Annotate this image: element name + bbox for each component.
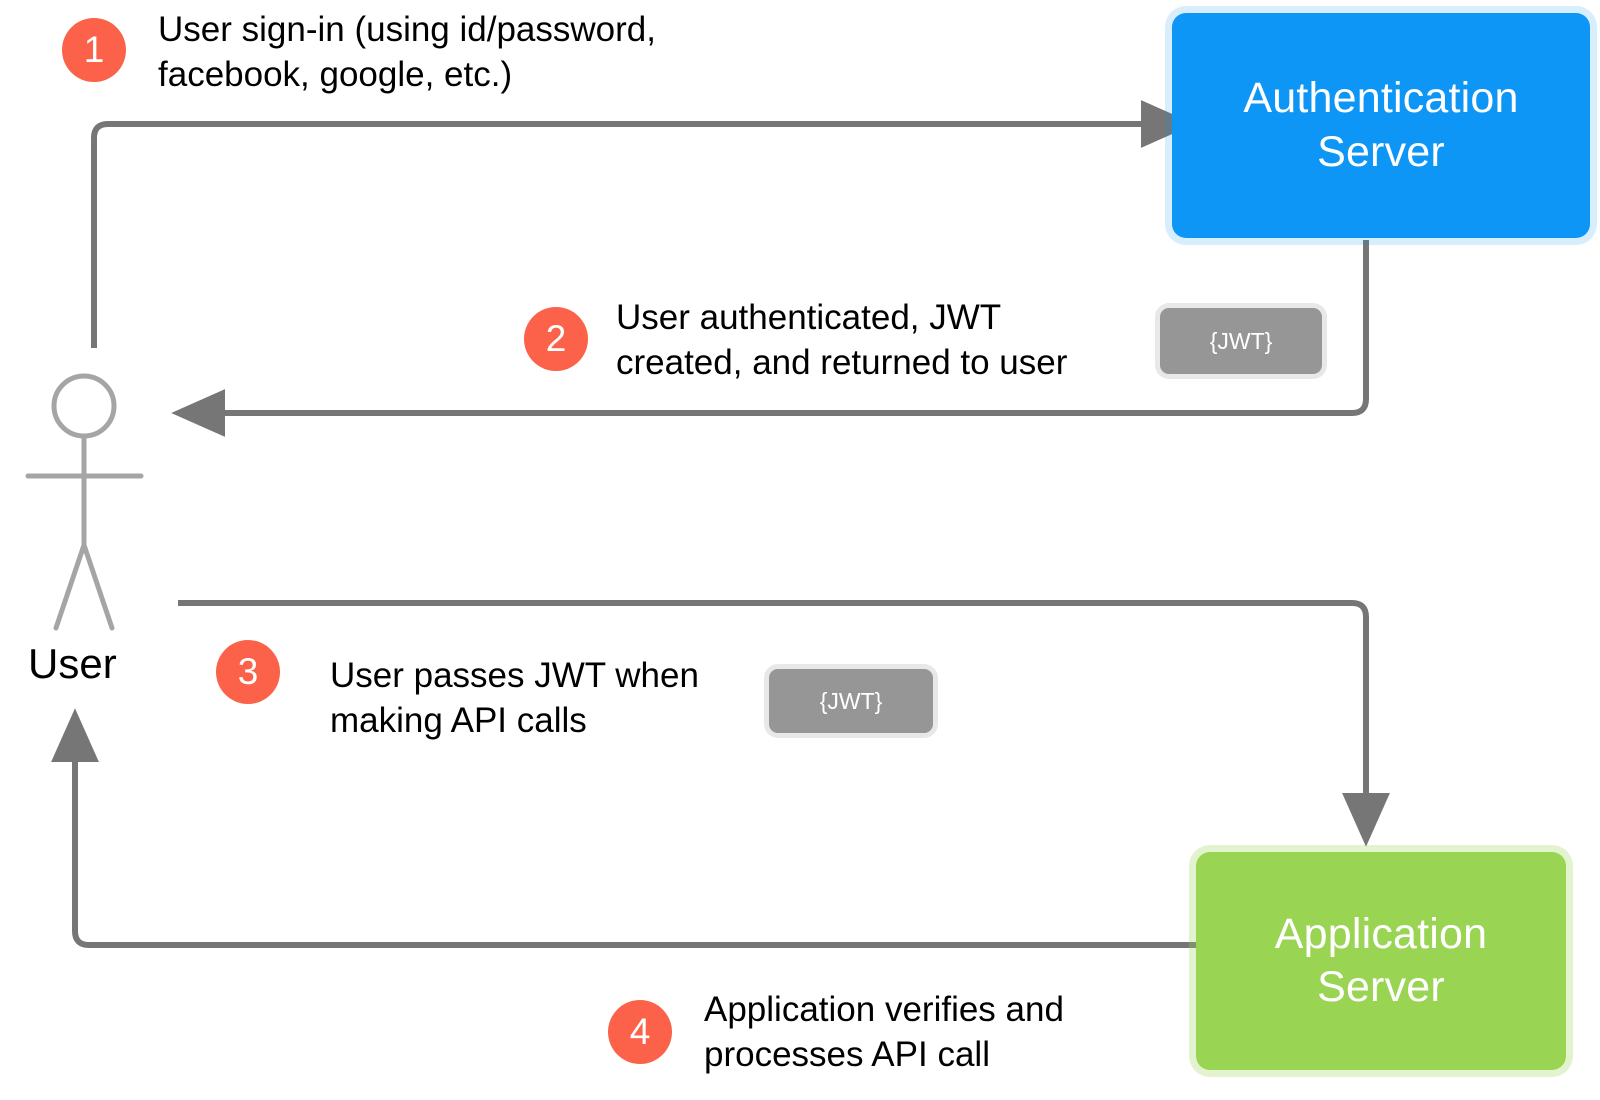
app-server-label-line1: Application: [1274, 909, 1488, 958]
step-badge-3: 3: [216, 640, 280, 704]
arrow-step-1: [91, 100, 1195, 348]
auth-server-label-line1: Authentication: [1243, 74, 1519, 123]
step-badge-1: 1: [62, 18, 126, 82]
step-text-1: User sign-in (using id/password, faceboo…: [158, 10, 656, 94]
app-server-label-line2: Server: [1317, 963, 1445, 1011]
actor-label: User: [28, 640, 117, 687]
step-text-4: Application verifies and processes API c…: [704, 990, 1064, 1074]
node-authentication-server[interactable]: Authentication Server: [1172, 13, 1590, 238]
arrow-step-2: [171, 240, 1369, 437]
jwt-token-chip-step-3: {JWT}: [769, 669, 933, 733]
step-text-3: User passes JWT when making API calls: [330, 656, 699, 740]
stick-figure-icon: [25, 373, 144, 631]
step-text-2: User authenticated, JWT created, and ret…: [616, 298, 1068, 382]
jwt-token-chip-step-2: {JWT}: [1160, 308, 1322, 374]
step-badge-2: 2: [524, 307, 588, 371]
arrow-step-4: [51, 708, 1196, 948]
arrow-step-3: [178, 600, 1390, 847]
step-badge-4: 4: [608, 1000, 672, 1064]
auth-server-label-line2: Server: [1317, 127, 1445, 176]
node-application-server[interactable]: Application Server: [1196, 852, 1566, 1070]
